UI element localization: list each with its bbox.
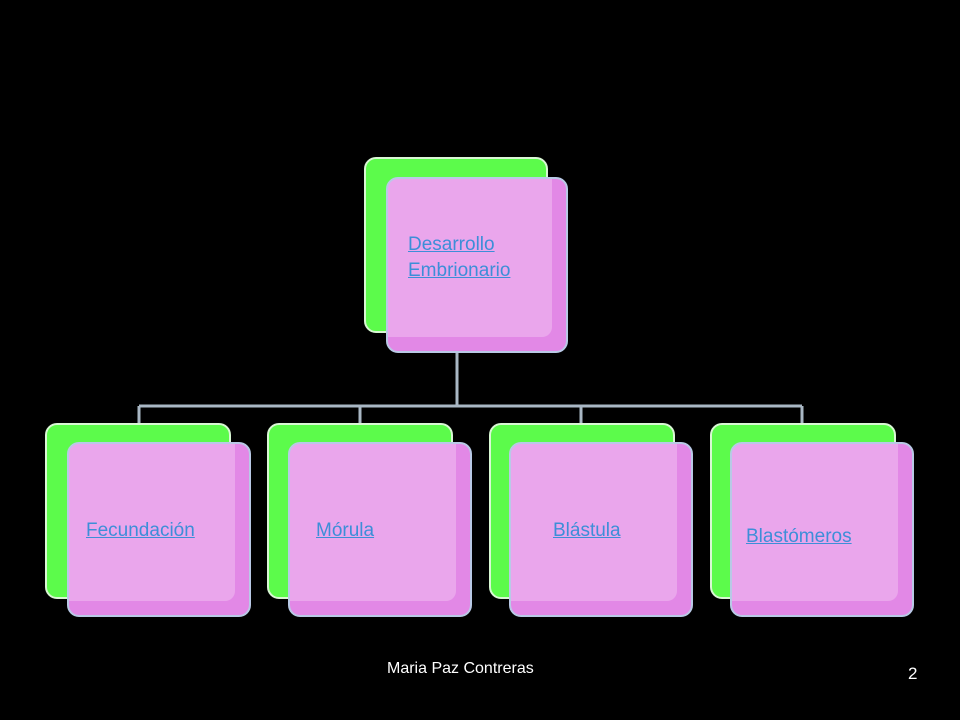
- slide-number: 2: [908, 664, 918, 683]
- footer-author: Maria Paz Contreras: [387, 660, 534, 677]
- root-node-label[interactable]: Desarrollo Embrionario: [408, 232, 510, 284]
- child-label-blastula[interactable]: Blástula: [553, 520, 621, 541]
- child-label-blastomeros[interactable]: Blastómeros: [746, 526, 852, 547]
- child-label-fecundacion[interactable]: Fecundación: [86, 520, 195, 541]
- child-label-morula[interactable]: Mórula: [316, 520, 375, 541]
- root-label-line1: Desarrollo: [408, 234, 495, 255]
- root-label-line2: Embrionario: [408, 260, 511, 281]
